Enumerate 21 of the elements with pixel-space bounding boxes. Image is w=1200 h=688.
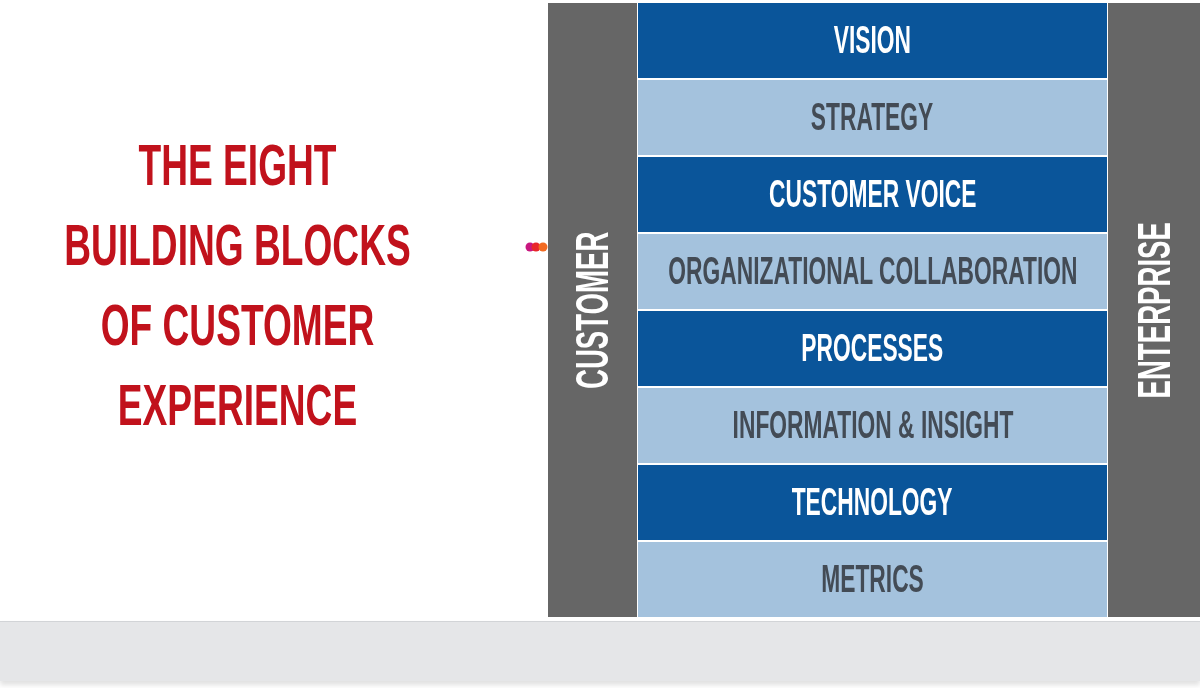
band-label: TECHNOLOGY: [792, 481, 953, 524]
layer-band: [638, 465, 1107, 540]
band-label: METRICS: [821, 558, 924, 601]
side-bar: [548, 3, 637, 617]
layer-band: [638, 311, 1107, 386]
band-label: PROCESSES: [801, 327, 944, 370]
layer-band: [638, 80, 1107, 155]
side-bar: [1108, 3, 1200, 617]
band-label: CUSTOMER VOICE: [768, 173, 977, 216]
side-label: ENTERPRISE: [1128, 221, 1180, 399]
layer-band: [638, 542, 1107, 617]
side-label: CUSTOMER: [567, 231, 618, 389]
band-label: INFORMATION & INSIGHT: [732, 404, 1013, 447]
layer-band: [638, 157, 1107, 232]
layer-band: [638, 234, 1107, 309]
band-label: STRATEGY: [811, 96, 934, 139]
band-label: ORGANIZATIONAL COLLABORATION: [667, 250, 1078, 293]
layer-band: [638, 3, 1107, 78]
band-label: VISION: [833, 19, 912, 62]
diagram-title: THE EIGHT BUILDING BLOCKS OF CUSTOMER EXPERIENCE: [63, 131, 412, 439]
layer-band: [638, 388, 1107, 463]
